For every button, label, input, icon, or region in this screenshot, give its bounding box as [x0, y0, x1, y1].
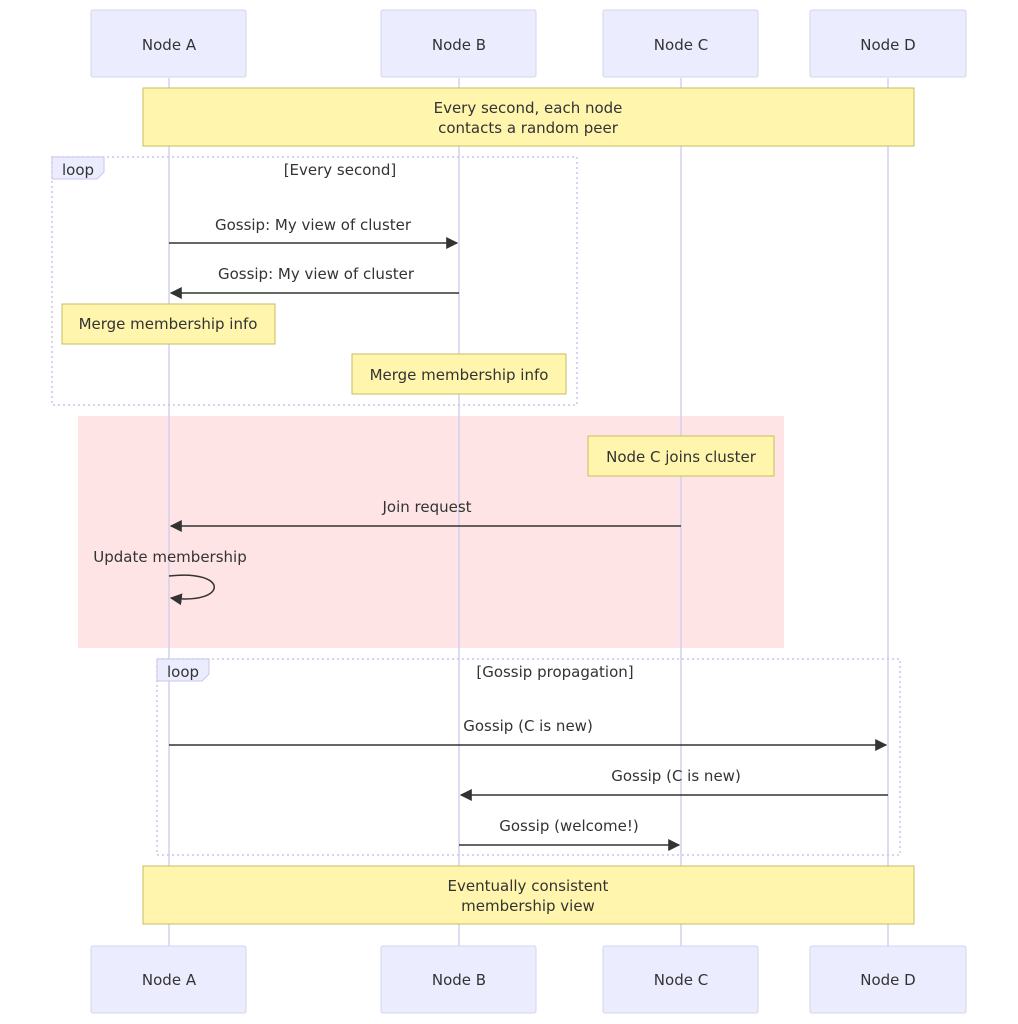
note-line: Eventually consistent — [448, 877, 609, 895]
actor-node-c-top[interactable]: Node C — [602, 9, 759, 78]
actor-label: Node C — [654, 971, 708, 989]
note-line: contacts a random peer — [438, 119, 619, 137]
note-text: Merge membership info — [370, 366, 549, 384]
loop-keyword: loop — [62, 161, 94, 179]
actor-label: Node D — [860, 971, 915, 989]
message-label: Update membership — [93, 548, 246, 566]
message-label: Join request — [381, 498, 471, 516]
actor-label: Node B — [432, 36, 486, 54]
message-a-to-d: Gossip (C is new) — [169, 717, 888, 751]
actor-label: Node D — [860, 36, 915, 54]
actor-node-a-top[interactable]: Node A — [90, 9, 247, 78]
message-label: Gossip (C is new) — [611, 767, 741, 785]
actor-label: Node B — [432, 971, 486, 989]
loop-gossip-propagation: loop [Gossip propagation] — [156, 658, 901, 856]
message-b-to-c: Gossip (welcome!) — [459, 817, 681, 851]
message-join-request: Join request — [169, 498, 681, 532]
loop-condition: [Gossip propagation] — [476, 663, 633, 681]
loop-condition: [Every second] — [284, 161, 397, 179]
note-every-second: Every second, each node contacts a rando… — [142, 87, 915, 147]
loop-every-second: loop [Every second] — [51, 156, 578, 406]
note-line: membership view — [461, 897, 595, 915]
note-text: Merge membership info — [79, 315, 258, 333]
actor-node-b-top[interactable]: Node B — [380, 9, 537, 78]
message-label: Gossip (welcome!) — [499, 817, 639, 835]
actor-label: Node A — [142, 971, 197, 989]
actor-node-a-bottom[interactable]: Node A — [90, 945, 247, 1014]
message-label: Gossip: My view of cluster — [218, 265, 415, 283]
note-node-c-joins: Node C joins cluster — [587, 435, 775, 477]
message-a-to-b: Gossip: My view of cluster — [169, 216, 459, 249]
message-update-membership: Update membership — [93, 548, 247, 606]
message-b-to-a: Gossip: My view of cluster — [169, 265, 459, 299]
note-merge-node-b: Merge membership info — [351, 353, 567, 395]
loop-keyword: loop — [167, 663, 199, 681]
message-label: Gossip (C is new) — [463, 717, 593, 735]
note-eventually-consistent: Eventually consistent membership view — [142, 865, 915, 925]
actor-node-d-bottom[interactable]: Node D — [809, 945, 967, 1014]
message-d-to-b: Gossip (C is new) — [459, 767, 888, 801]
self-arrow — [168, 574, 215, 606]
actor-label: Node A — [142, 36, 197, 54]
actor-node-c-bottom[interactable]: Node C — [602, 945, 759, 1014]
note-merge-node-a: Merge membership info — [61, 303, 276, 345]
message-label: Gossip: My view of cluster — [215, 216, 412, 234]
actor-label: Node C — [654, 36, 708, 54]
actor-node-d-top[interactable]: Node D — [809, 9, 967, 78]
note-text: Node C joins cluster — [606, 448, 757, 466]
actor-node-b-bottom[interactable]: Node B — [380, 945, 537, 1014]
note-line: Every second, each node — [434, 99, 623, 117]
